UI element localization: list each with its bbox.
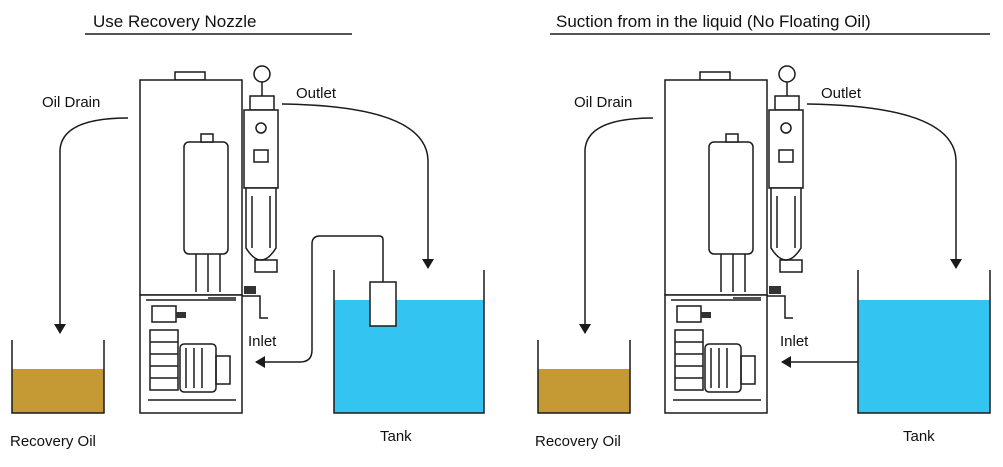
right-separator-unit xyxy=(664,65,804,414)
right-tank-water xyxy=(858,300,990,413)
left-oil-drain-arrow xyxy=(54,117,129,334)
left-recovery-oil-label: Recovery Oil xyxy=(10,433,96,450)
right-outlet-arrow xyxy=(806,103,962,269)
right-outlet-label: Outlet xyxy=(821,85,862,102)
left-outlet-arrow xyxy=(281,103,434,269)
right-inlet-label: Inlet xyxy=(780,333,809,350)
right-panel: Suction from in the liquid (No Floating … xyxy=(535,12,991,450)
left-valve-icon xyxy=(244,286,256,294)
right-oil-drain-label: Oil Drain xyxy=(574,94,632,111)
right-recovery-oil-container xyxy=(537,340,631,414)
left-tank-water xyxy=(334,300,484,413)
right-pump-valve-icon xyxy=(701,312,711,318)
left-tank-label: Tank xyxy=(380,428,412,445)
left-outlet-label: Outlet xyxy=(296,85,337,102)
left-inlet-hose-arrow xyxy=(255,235,384,368)
right-title: Suction from in the liquid (No Floating … xyxy=(556,12,871,31)
left-panel: Use Recovery Nozzle xyxy=(10,12,485,450)
left-pump-valve-icon xyxy=(176,312,186,318)
right-tank xyxy=(857,270,991,414)
right-tank-label: Tank xyxy=(903,428,935,445)
right-valve-icon xyxy=(769,286,781,294)
right-recovery-oil-fill xyxy=(538,369,630,413)
left-inlet-label: Inlet xyxy=(248,333,277,350)
left-recovery-oil-fill xyxy=(12,369,104,413)
right-recovery-oil-label: Recovery Oil xyxy=(535,433,621,450)
recovery-nozzle xyxy=(369,281,397,327)
right-oil-drain-arrow xyxy=(579,117,654,334)
left-oil-drain-label: Oil Drain xyxy=(42,94,100,111)
left-title: Use Recovery Nozzle xyxy=(93,12,256,31)
left-recovery-oil-container xyxy=(11,340,105,414)
left-separator-unit xyxy=(139,65,279,414)
left-tank xyxy=(333,270,485,414)
